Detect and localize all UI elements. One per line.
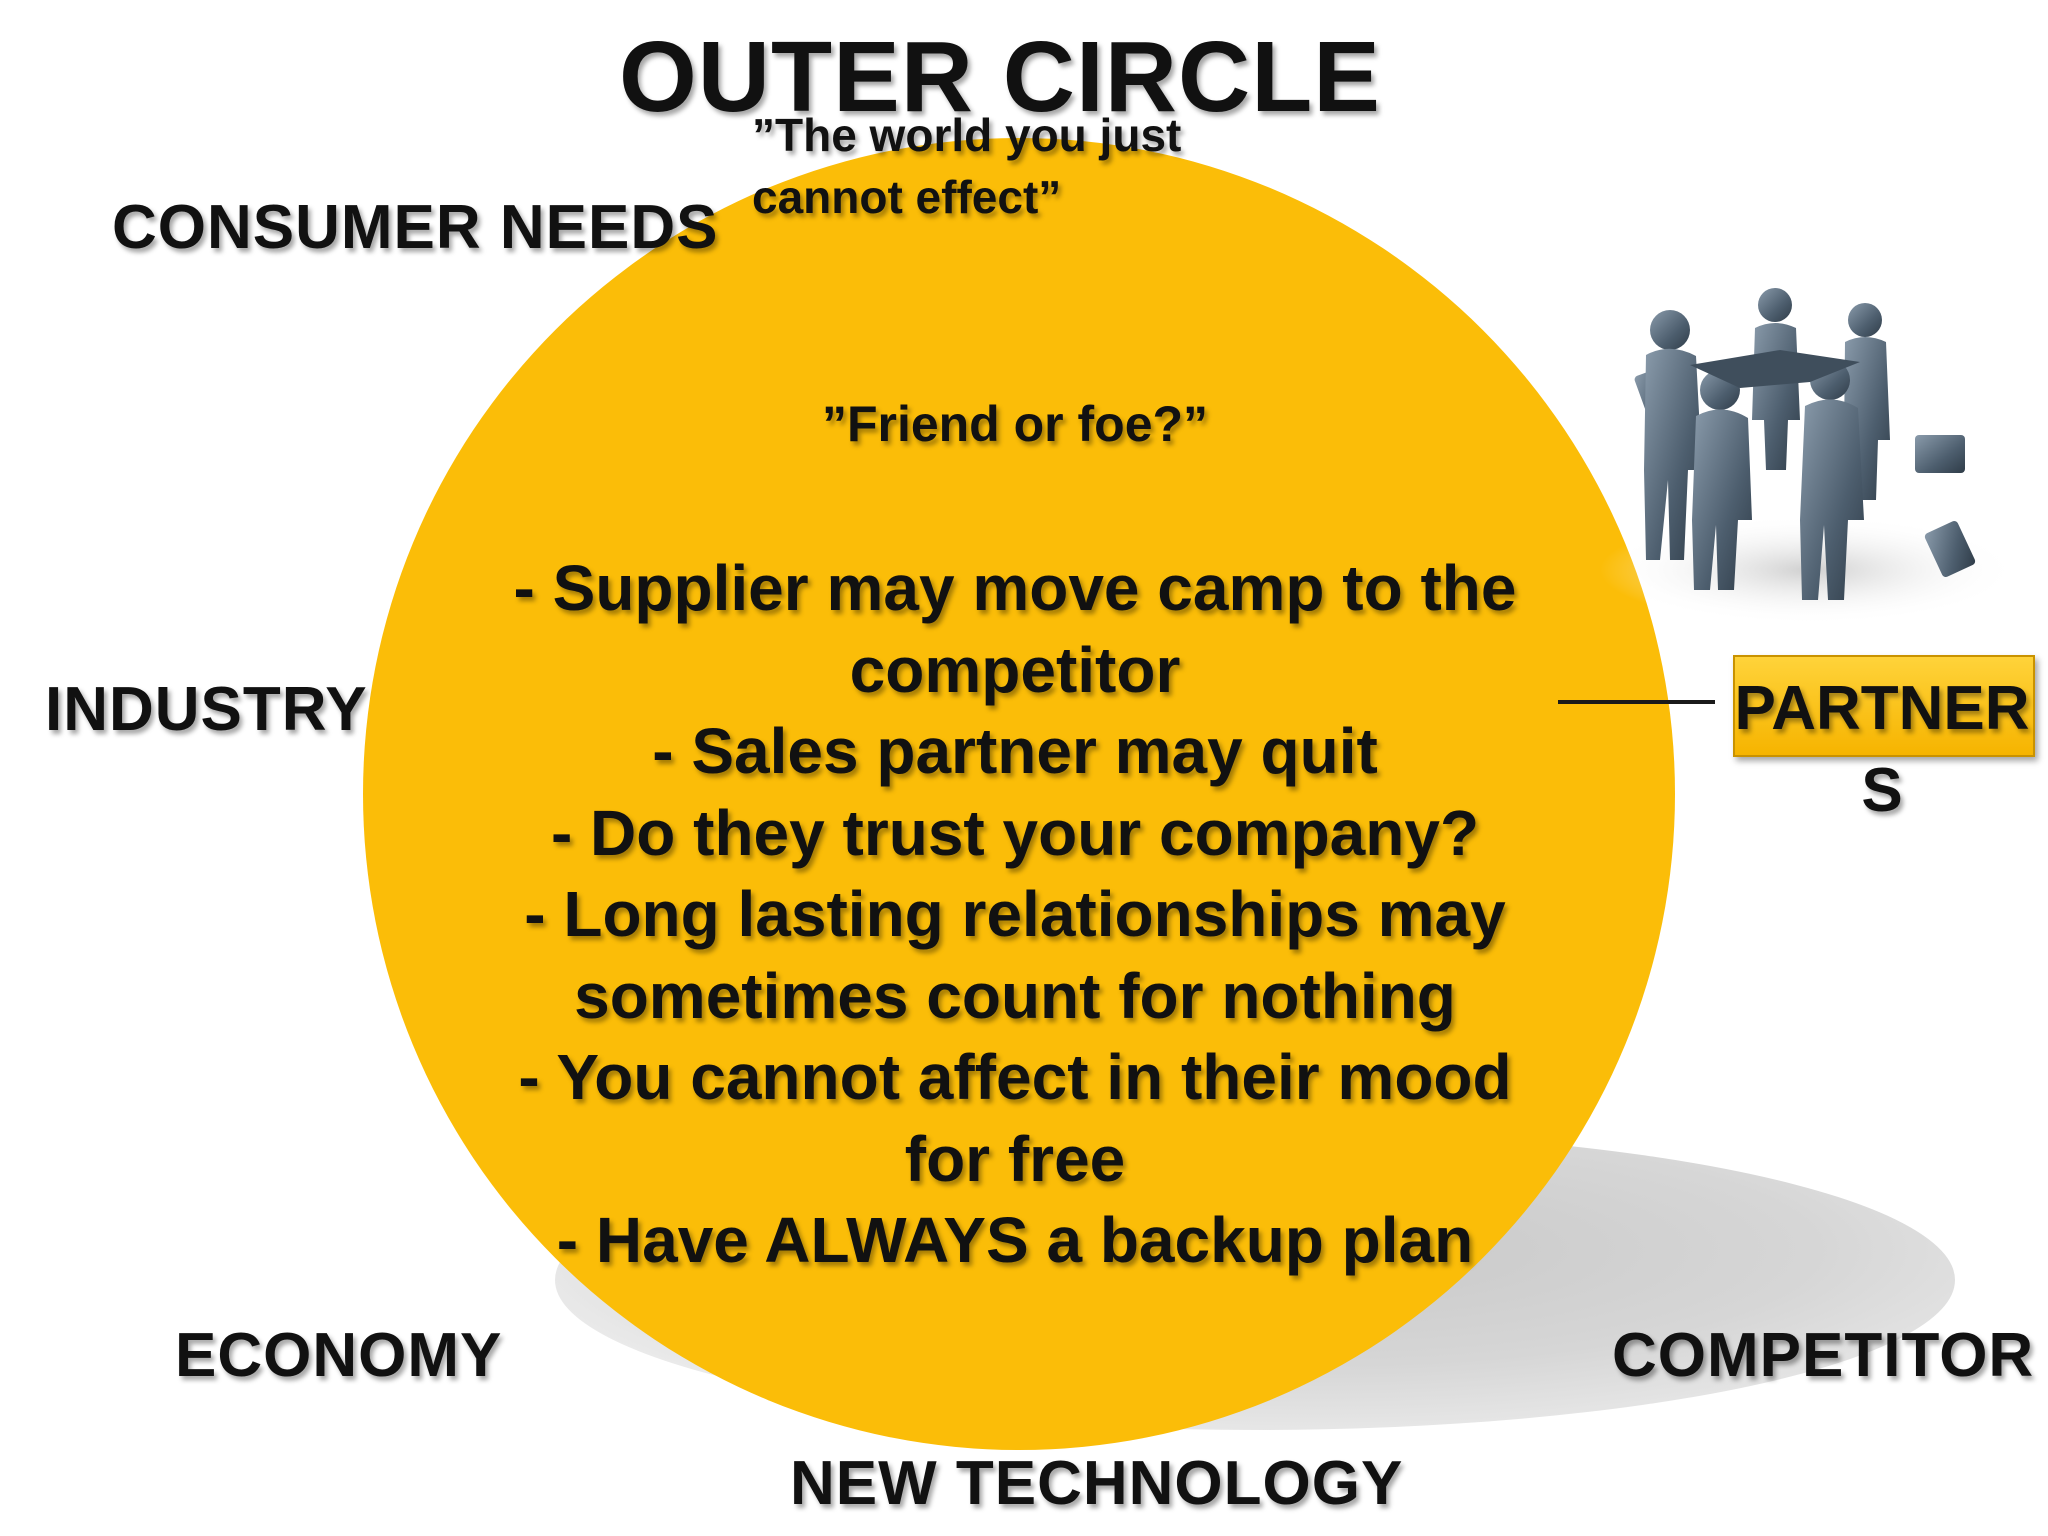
- partner-risk-list: - Supplier may move camp to the competit…: [440, 548, 1590, 1282]
- list-item: - Have ALWAYS a backup plan: [556, 1204, 1474, 1276]
- list-item: - Sales partner may quit: [652, 715, 1378, 787]
- list-item: for free: [904, 1122, 1126, 1195]
- slide-subtitle: ”The world you just cannot effect”: [752, 109, 1182, 223]
- label-economy: ECONOMY: [175, 1321, 503, 1390]
- list-item: - Do they trust your company?: [550, 796, 1480, 869]
- label-consumer-needs: CONSUMER NEEDS: [112, 193, 719, 262]
- friend-or-foe-question: ”Friend or foe?”: [821, 396, 1209, 452]
- list-item: - Long lasting relationships may: [524, 878, 1506, 950]
- label-partners: PARTNERS: [1734, 674, 2030, 825]
- slide-title: OUTER CIRCLE: [619, 21, 1381, 133]
- list-item: - You cannot affect in their mood: [518, 1041, 1512, 1113]
- list-item: sometimes count for nothing: [574, 959, 1456, 1032]
- label-competitor: COMPETITOR: [1612, 1321, 2035, 1390]
- list-item: - Supplier may move camp to the: [513, 552, 1517, 624]
- list-item: competitor: [849, 633, 1181, 706]
- team-figures-image: [1600, 288, 2020, 625]
- partners-box: [1733, 655, 2035, 757]
- label-industry: INDUSTRY: [45, 675, 368, 744]
- outer-circle: [363, 138, 1675, 1450]
- partners-connector-line: [1558, 700, 1715, 704]
- label-new-technology: NEW TECHNOLOGY: [790, 1449, 1404, 1518]
